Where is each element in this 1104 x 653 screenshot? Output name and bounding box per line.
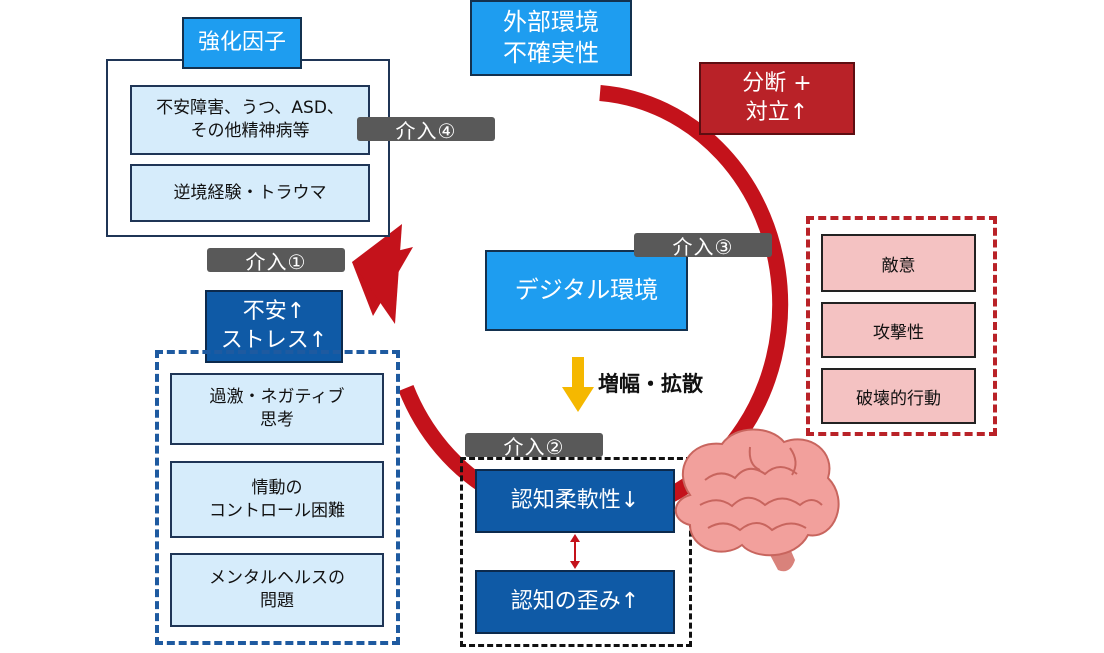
mental-health-problems: メンタルヘルスの 問題 [170, 553, 384, 627]
intervention-3-tag: 介入③ [634, 233, 772, 259]
factor-adversity: 逆境経験・トラウマ [130, 164, 370, 222]
intervention-2-tag: 介入② [465, 433, 603, 459]
emotion-regulation-difficulty: 情動の コントロール困難 [170, 461, 384, 538]
digital-environment-box: デジタル環境 [485, 250, 688, 331]
aggression-box: 攻撃性 [821, 302, 976, 358]
external-environment-box: 外部環境 不確実性 [470, 0, 632, 76]
cognitive-flexibility-box: 認知柔軟性↓ [475, 469, 675, 533]
destructive-behavior-box: 破壊的行動 [821, 368, 976, 424]
cycle-arrowhead-body [352, 224, 402, 324]
intervention-1-tag: 介入① [207, 248, 345, 274]
left-effects-panel [155, 350, 400, 645]
hostility-box: 敵意 [821, 234, 976, 292]
reinforcing-factors-title: 強化因子 [182, 17, 302, 69]
intervention-4-tag: 介入④ [357, 117, 495, 143]
factor-psychiatric: 不安障害、うつ、ASD、 その他精神病等 [130, 85, 370, 155]
division-conflict-box: 分断 + 対立↑ [699, 62, 855, 135]
amplify-label: 増幅・拡散 [598, 372, 703, 396]
extreme-negative-thinking: 過激・ネガティブ 思考 [170, 373, 384, 445]
right-outcomes-panel [806, 216, 997, 436]
cognitive-distortion-box: 認知の歪み↑ [475, 570, 675, 634]
